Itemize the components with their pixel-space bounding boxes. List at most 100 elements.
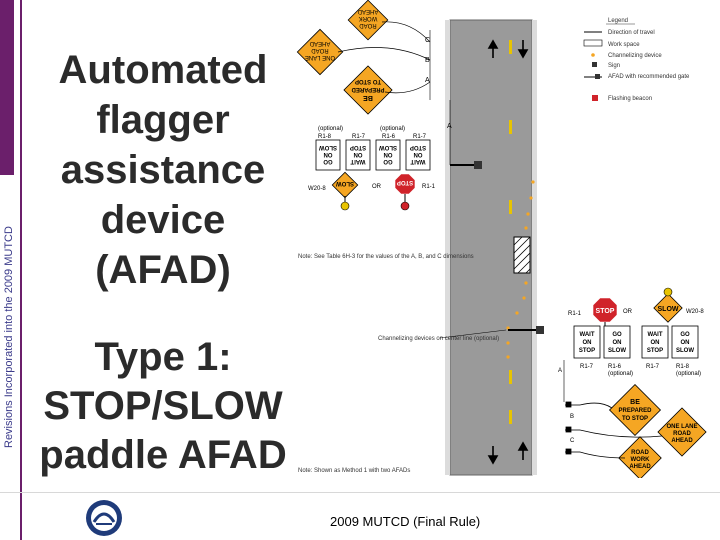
optional-labels-bottom: R1-7 R1-6 (optional) R1-7 R1-8 (optional…	[580, 364, 701, 377]
dimension-marks-bottom: A B C	[558, 360, 575, 444]
svg-text:STOP: STOP	[579, 348, 595, 354]
svg-text:ON: ON	[354, 151, 363, 157]
be-prepared-sign-flipped: BE PREPARED TO STOP	[343, 65, 393, 115]
be-prepared-sign: BE PREPARED TO STOP	[608, 383, 662, 437]
road-shoulder-left	[445, 20, 450, 475]
svg-text:Flashing beacon: Flashing beacon	[608, 96, 652, 102]
svg-text:STOP: STOP	[647, 348, 663, 354]
one-lane-road-sign-flipped: ONE LANE ROAD AHEAD	[296, 28, 344, 76]
svg-text:SLOW: SLOW	[676, 348, 694, 354]
svg-text:BE: BE	[630, 399, 640, 406]
svg-text:SLOW: SLOW	[336, 180, 354, 186]
svg-text:R1-7: R1-7	[413, 134, 427, 140]
svg-text:R1-8: R1-8	[676, 364, 690, 370]
svg-text:(optional): (optional)	[608, 371, 633, 377]
svg-text:ROAD: ROAD	[311, 47, 329, 53]
afad-gate-bottom	[508, 326, 544, 334]
svg-text:WAIT: WAIT	[410, 158, 425, 164]
svg-text:B: B	[425, 57, 430, 64]
subtitle-line: paddle AFAD	[39, 433, 287, 477]
svg-text:ROAD: ROAD	[631, 450, 649, 456]
title-line: Automated	[58, 48, 268, 92]
title-line: (AFAD)	[95, 248, 231, 292]
svg-text:GO: GO	[680, 332, 690, 338]
legend: Legend Direction of travel Work space Ch…	[583, 18, 690, 102]
dimension-marks-top: C B A A	[425, 30, 452, 165]
svg-text:(optional): (optional)	[676, 371, 701, 377]
svg-text:(optional): (optional)	[380, 126, 405, 132]
svg-text:STOP: STOP	[410, 144, 426, 150]
svg-text:C: C	[570, 438, 575, 444]
svg-text:SLOW: SLOW	[319, 144, 337, 150]
sidebar-line	[20, 0, 22, 540]
svg-text:Direction of travel: Direction of travel	[608, 30, 655, 36]
svg-text:Sign: Sign	[608, 63, 620, 69]
svg-text:Legend: Legend	[608, 18, 628, 24]
road-work-sign-text: ROAD	[359, 22, 377, 28]
svg-text:ON: ON	[583, 340, 592, 346]
svg-text:A: A	[447, 123, 452, 130]
stop-slow-paddles-top: W20-8 SLOW OR STOP R1-1	[308, 171, 436, 211]
svg-text:Channelizing device: Channelizing device	[608, 53, 662, 59]
svg-text:R1-7: R1-7	[352, 134, 366, 140]
svg-text:ON: ON	[384, 151, 393, 157]
svg-text:PREPARED: PREPARED	[619, 408, 653, 414]
subtitle-line: Type 1:	[94, 335, 232, 379]
svg-text:SLOW: SLOW	[658, 306, 679, 313]
afad-diagram: ROAD WORK AHEAD ONE LANE ROAD AHEAD BE P…	[296, 0, 707, 478]
svg-text:GO: GO	[612, 332, 622, 338]
note-dimensions: Note: See Table 6H-3 for the values of t…	[298, 254, 474, 260]
sidebar-accent-bar	[0, 0, 14, 175]
svg-text:W20-8: W20-8	[686, 309, 704, 315]
svg-text:ON: ON	[613, 340, 622, 346]
svg-text:R1-1: R1-1	[568, 311, 582, 317]
one-lane-road-sign: ONE LANE ROAD AHEAD	[657, 407, 707, 457]
svg-text:STOP: STOP	[596, 308, 615, 315]
svg-text:AHEAD: AHEAD	[629, 464, 651, 470]
title-line: flagger	[96, 98, 230, 142]
svg-text:ONE LANE: ONE LANE	[305, 54, 335, 60]
channelizing-note: Channelizing devices on center line (opt…	[378, 329, 507, 342]
stop-slow-paddles-bottom: R1-1 STOP OR SLOW W20-8	[568, 287, 704, 328]
svg-text:AHEAD: AHEAD	[671, 438, 693, 444]
optional-labels-top: (optional) (optional) R1-8 R1-7 R1-6 R1-…	[318, 126, 427, 140]
direction-arrow-icon	[487, 39, 529, 465]
svg-text:ON: ON	[324, 151, 333, 157]
svg-text:WAIT: WAIT	[580, 332, 595, 338]
svg-text:R1-6: R1-6	[608, 364, 622, 370]
svg-text:OR: OR	[623, 309, 633, 315]
svg-text:WORK: WORK	[359, 15, 378, 21]
svg-text:(optional): (optional)	[318, 126, 343, 132]
svg-text:R1-7: R1-7	[646, 364, 660, 370]
svg-text:W20-8: W20-8	[308, 186, 326, 192]
road-shoulder-right	[532, 20, 537, 475]
svg-text:AHEAD: AHEAD	[357, 8, 378, 14]
sidebar-revisions-label: Revisions Incorporated into the 2009 MUT…	[3, 226, 15, 448]
subtitle-line: STOP/SLOW	[43, 384, 283, 428]
svg-text:ON: ON	[651, 340, 660, 346]
svg-text:B: B	[570, 414, 574, 420]
svg-text:GO: GO	[323, 158, 333, 164]
svg-text:AFAD with recommended gate: AFAD with recommended gate	[608, 74, 690, 80]
svg-text:BE: BE	[363, 94, 373, 101]
slide-subtitle: Type 1: STOP/SLOW paddle AFAD	[28, 333, 298, 480]
svg-text:WAIT: WAIT	[350, 158, 365, 164]
title-line: assistance	[60, 148, 266, 192]
svg-text:STOP: STOP	[350, 144, 366, 150]
svg-text:AHEAD: AHEAD	[309, 40, 330, 46]
afad-gate-top	[450, 161, 482, 169]
slide-title: Automated flagger assistance device (AFA…	[38, 45, 288, 295]
svg-text:STOP: STOP	[397, 179, 413, 185]
center-line	[509, 40, 512, 424]
sidebar	[0, 0, 22, 540]
paddle-signs-bottom: WAIT ON STOP GO ON SLOW WAIT ON STOP GO …	[573, 325, 699, 359]
road-work-ahead-sign-flipped: ROAD WORK AHEAD	[347, 0, 389, 41]
svg-text:A: A	[558, 368, 562, 374]
title-line: device	[100, 198, 226, 242]
footer-divider	[0, 492, 720, 493]
svg-text:TO STOP: TO STOP	[622, 416, 648, 422]
dot-seal-icon	[86, 500, 122, 536]
svg-text:Work space: Work space	[608, 42, 640, 48]
channelizing-devices	[506, 180, 535, 359]
svg-text:WAIT: WAIT	[648, 332, 663, 338]
